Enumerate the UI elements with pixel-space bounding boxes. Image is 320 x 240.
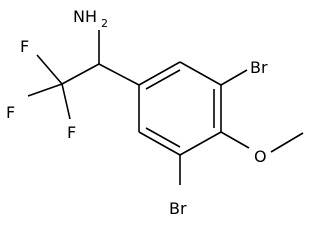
ring-double-bond-1 — [145, 69, 181, 90]
fluorine-label-1: F — [20, 37, 29, 56]
ring-bond-4 — [179, 131, 222, 156]
bonds — [27, 30, 304, 185]
fluorine-label-2: F — [6, 103, 15, 122]
bond-ring-o — [220, 131, 250, 149]
bromine-label-bottom: Br — [169, 199, 187, 218]
bond-cf3-f1 — [36, 54, 63, 85]
bromine-label-top: Br — [250, 58, 268, 77]
ring-double-bond-3 — [145, 127, 181, 148]
amine-label: NH — [73, 7, 97, 26]
molecule-structure: NH 2 F F F Br O Br — [6, 7, 304, 218]
ring-bond-1 — [138, 61, 181, 86]
bond-ring-br-top — [220, 69, 248, 86]
amine-subscript: 2 — [101, 17, 108, 30]
bond-cf3-ch — [61, 63, 100, 85]
bond-o-methyl — [270, 132, 304, 153]
ring-bond-2 — [179, 61, 222, 86]
fluorine-label-3: F — [67, 123, 76, 142]
bond-ch-ring — [98, 63, 140, 86]
bond-cf3-f2 — [27, 83, 63, 97]
oxygen-label: O — [254, 147, 267, 166]
atom-labels: NH 2 F F F Br O Br — [6, 7, 268, 218]
ring-bond-5 — [138, 131, 181, 156]
bond-cf3-f3 — [61, 83, 71, 120]
